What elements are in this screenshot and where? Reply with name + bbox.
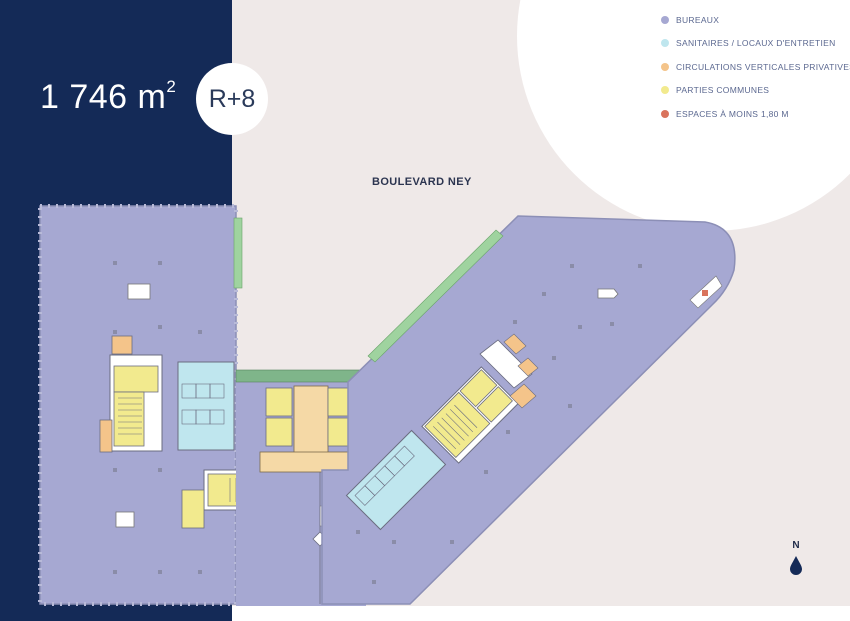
legend-label: ESPACES À MOINS 1,80 M [676, 108, 789, 119]
north-drop-icon [790, 556, 802, 575]
legend-label: SANITAIRES / LOCAUX D'ENTRETIEN [676, 38, 836, 49]
left-terrace-strip [233, 217, 243, 289]
floor-badge: R+8 [196, 63, 268, 135]
north-arrow: N [785, 540, 807, 575]
legend-item: ESPACES À MOINS 1,80 M [661, 102, 850, 126]
legend-label: PARTIES COMMUNES [676, 85, 770, 96]
legend-item: SANITAIRES / LOCAUX D'ENTRETIEN [661, 32, 850, 56]
legend-swatch [661, 39, 669, 48]
legend-item: BUREAUX [661, 8, 850, 32]
legend-swatch [661, 109, 669, 118]
legend-label: CIRCULATIONS VERTICALES PRIVATIVES [676, 61, 850, 72]
legend-swatch [661, 86, 669, 95]
surface-area-value: 1 746 m [40, 78, 167, 116]
page-bottom-strip [232, 606, 850, 621]
legend-label: BUREAUX [676, 14, 720, 25]
legend-swatch [661, 15, 669, 24]
legend-item: CIRCULATIONS VERTICALES PRIVATIVES [661, 55, 850, 79]
right-wing [321, 215, 736, 605]
legend-white-disc [517, 0, 850, 231]
street-label: BOULEVARD NEY [372, 176, 472, 188]
legend-swatch [661, 62, 669, 71]
north-label: N [792, 540, 800, 551]
right-terrace-strip [367, 229, 504, 363]
surface-area-exponent: 2 [166, 76, 177, 96]
legend: BUREAUX SANITAIRES / LOCAUX D'ENTRETIEN CI… [661, 8, 850, 126]
surface-area: 1 746 m2 [40, 76, 177, 117]
legend-item: PARTIES COMMUNES [661, 79, 850, 103]
